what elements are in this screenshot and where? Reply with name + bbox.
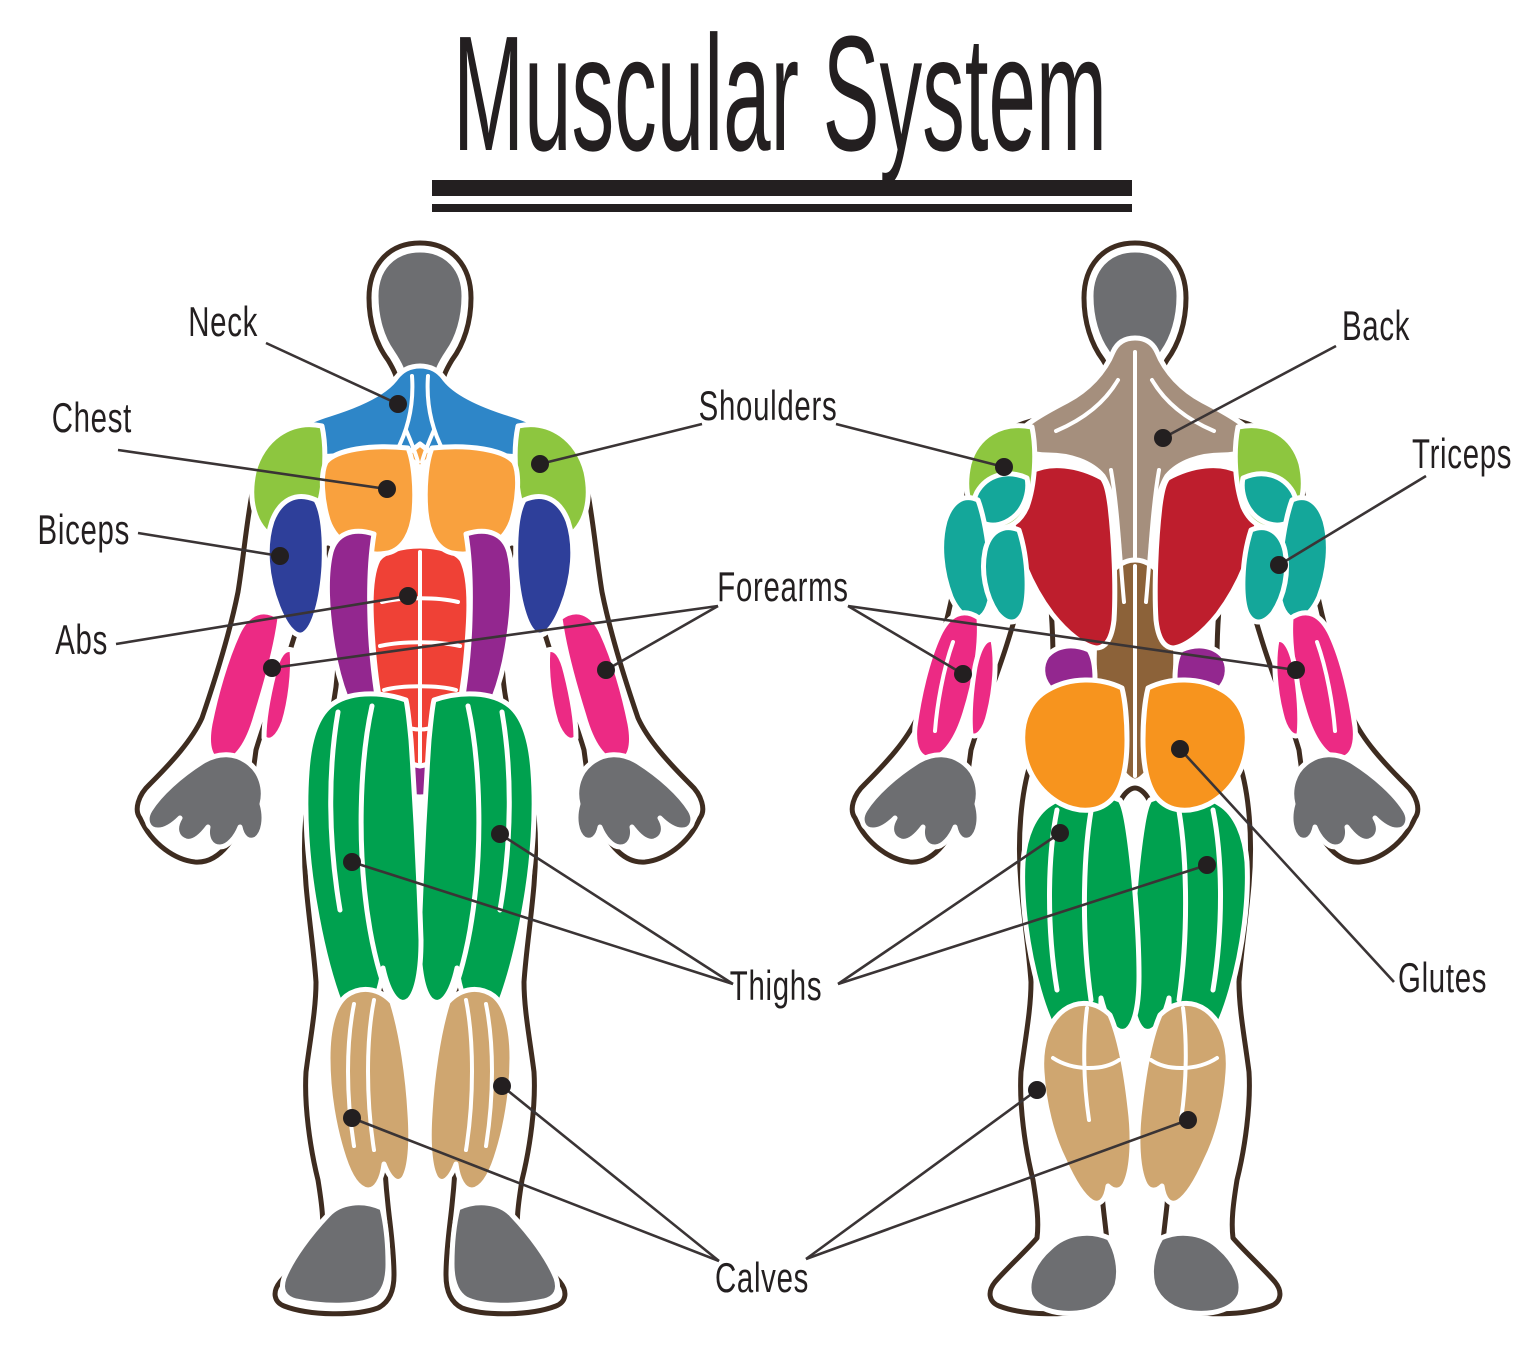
back-calf-separation — [1179, 1006, 1188, 1122]
front-thigh-separation — [497, 709, 512, 913]
back-calf-separation — [1149, 1056, 1219, 1070]
leader-line-calves — [351, 1116, 720, 1263]
back-hand — [1288, 752, 1411, 850]
leader-line-calves — [805, 1088, 1038, 1261]
label-abs: Abs — [55, 616, 108, 664]
leader-dot-thighs — [343, 853, 361, 871]
leader-line-glutes — [1179, 748, 1395, 983]
back-glute-muscle — [1140, 677, 1250, 813]
leader-dot-forearms — [263, 659, 281, 677]
front-right-side-muscles — [416, 374, 696, 1308]
front-figure — [134, 240, 706, 1317]
leader-line-calves — [501, 1084, 720, 1263]
back-triceps-inner-lobe — [1240, 525, 1289, 625]
label-neck: Neck — [188, 298, 258, 346]
back-hamstring-separation — [1210, 807, 1223, 993]
leader-line-thighs — [837, 831, 1061, 986]
leader-dot-calves — [1179, 1111, 1197, 1129]
leader-line-back — [1162, 344, 1337, 440]
leader-line-forearms — [605, 604, 719, 672]
leader-line-thighs — [837, 863, 1208, 986]
label-back: Back — [1342, 302, 1410, 350]
back-hamstring-separation — [1174, 797, 1189, 1003]
back-trap-detail — [1144, 468, 1161, 604]
leader-dot-abs — [399, 587, 417, 605]
leader-dot-biceps — [271, 547, 289, 565]
leader-line-neck — [265, 341, 399, 406]
leader-line-shoulders — [835, 422, 1005, 469]
leader-line-thighs — [499, 832, 734, 986]
page-title: Muscular System — [453, 2, 1107, 185]
label-calves: Calves — [715, 1254, 809, 1302]
label-biceps: Biceps — [38, 506, 130, 554]
leader-dot-calves — [1028, 1081, 1046, 1099]
leader-dot-forearms — [597, 661, 615, 679]
front-hand — [573, 752, 696, 850]
front-left-side-muscles — [147, 376, 421, 1305]
leader-dot-shoulders — [995, 458, 1013, 476]
leader-line-calves — [805, 1118, 1189, 1261]
leader-line-abs — [115, 594, 409, 646]
label-chest: Chest — [52, 394, 132, 442]
leader-dot-forearms — [1287, 661, 1305, 679]
label-shoulders: Shoulders — [699, 382, 838, 430]
front-thigh-separation — [447, 703, 482, 1003]
leader-dot-thighs — [491, 825, 509, 843]
leader-line-chest — [117, 448, 388, 491]
leader-dot-glutes — [1171, 740, 1189, 758]
label-thighs: Thighs — [730, 962, 822, 1010]
back-figure — [849, 240, 1421, 1317]
label-triceps: Triceps — [1412, 430, 1512, 478]
back-heel — [1148, 1230, 1244, 1316]
front-neck-detail — [420, 428, 436, 464]
back-right-side-muscles — [1128, 378, 1411, 1316]
leader-dot-thighs — [1198, 856, 1216, 874]
back-forearm-line — [1315, 640, 1337, 733]
label-glutes: Glutes — [1398, 954, 1487, 1002]
leader-line-triceps — [1278, 474, 1427, 567]
label-forearms: Forearms — [717, 563, 848, 611]
title-underline-thin — [432, 204, 1132, 212]
leader-line-forearms — [847, 604, 964, 676]
front-forearm-sliver — [545, 646, 579, 743]
leader-dot-shoulders — [531, 455, 549, 473]
front-calf-separation — [464, 998, 474, 1152]
back-trap-detail — [1150, 378, 1216, 433]
front-foot — [449, 1200, 560, 1308]
leader-dot-calves — [493, 1077, 511, 1095]
leader-dot-forearms — [954, 665, 972, 683]
leader-line-shoulders — [539, 422, 703, 466]
leader-line-biceps — [137, 531, 281, 558]
title-underline-thick — [432, 180, 1132, 196]
front-calf-separation — [484, 1002, 494, 1148]
leader-dot-neck — [389, 395, 407, 413]
leader-dot-triceps — [1270, 556, 1288, 574]
leader-dot-thighs — [1051, 824, 1069, 842]
leader-dot-chest — [378, 480, 396, 498]
leader-line-forearms — [271, 604, 719, 670]
leader-line-thighs — [351, 860, 734, 986]
leader-dot-back — [1154, 429, 1172, 447]
leader-line-forearms — [847, 604, 1297, 672]
leader-dot-calves — [343, 1109, 361, 1127]
